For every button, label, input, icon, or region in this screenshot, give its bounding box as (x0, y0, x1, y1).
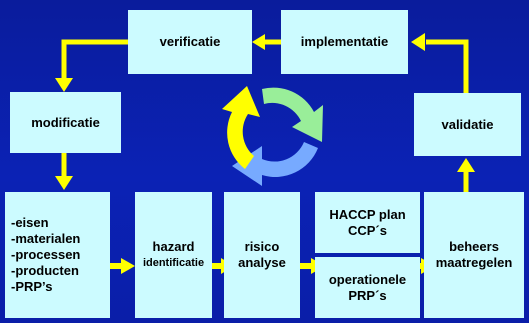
beheersmaatregelen-box: beheers maatregelen (424, 192, 524, 318)
arrow-implementatie-to-verificatie (252, 34, 281, 50)
modificatie-label: modificatie (31, 114, 100, 130)
arrow-verificatie-to-modificatie (55, 39, 128, 92)
hazard-label: hazard (152, 239, 195, 254)
implementatie-label: implementatie (300, 34, 389, 49)
cycle-icon (222, 86, 323, 186)
arrow-inputs-to-hazard (110, 258, 135, 274)
validatie-box: validatie (414, 93, 521, 156)
ccp-label: CCP´s (347, 222, 387, 238)
arrow-validatie-to-implementatie (411, 33, 469, 93)
inputs-list: -eisen -materialen -processen -producten… (11, 215, 80, 295)
hazard-box: hazard identificatie (135, 192, 212, 318)
inputs-item: -PRP’s (11, 279, 53, 294)
implementatie-box: implementatie (281, 10, 408, 74)
risico-label: risico (244, 239, 280, 254)
arrow-beheers-to-validatie (457, 158, 475, 193)
inputs-item: -producten (11, 263, 79, 278)
haccp-plan-label: HACCP plan (329, 206, 406, 222)
inputs-item: -materialen (11, 231, 81, 246)
inputs-item: -processen (11, 247, 81, 262)
verificatie-box: verificatie (128, 10, 252, 74)
arrow-modificatie-to-inputs (55, 153, 73, 190)
modificatie-box: modificatie (10, 92, 121, 153)
identificatie-label: identificatie (142, 257, 205, 269)
operationele-label: operationele (328, 271, 407, 287)
risico-box: risico analyse (224, 192, 300, 318)
validatie-label: validatie (441, 116, 494, 132)
inputs-box: -eisen -materialen -processen -producten… (5, 192, 110, 318)
maatregelen-label: maatregelen (435, 255, 513, 270)
analyse-label: analyse (238, 255, 286, 270)
verificatie-label: verificatie (159, 34, 221, 49)
haccp-plan-box: HACCP plan CCP´s (315, 192, 420, 253)
beheers-label: beheers (449, 239, 499, 254)
inputs-item: -eisen (11, 215, 49, 230)
operationele-prp-box: operationele PRP´s (315, 257, 420, 318)
prp-label: PRP´s (348, 287, 387, 303)
